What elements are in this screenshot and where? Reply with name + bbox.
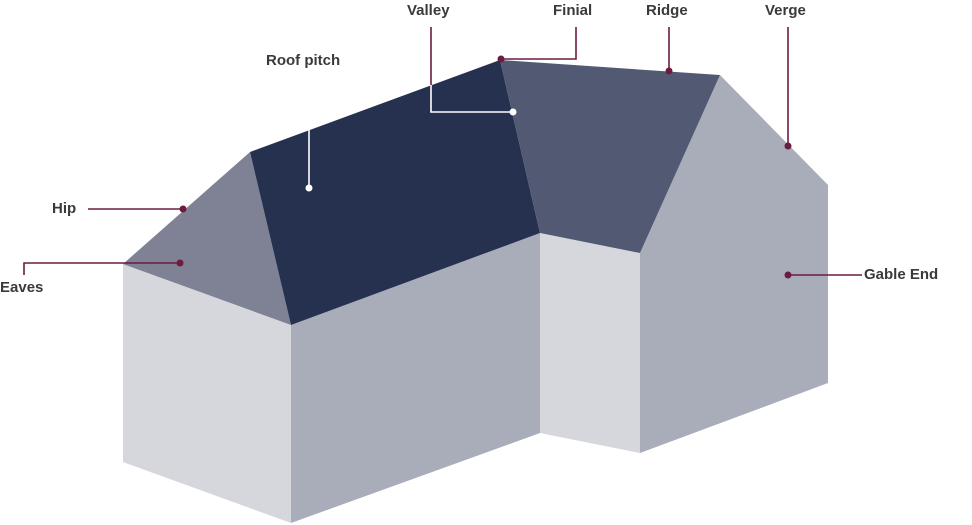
hip-dot — [179, 205, 187, 213]
valley-dot — [509, 108, 517, 116]
verge-label: Verge — [765, 2, 806, 19]
eaves-label: Eaves — [0, 279, 44, 296]
roof-pitch-label: Roof pitch — [266, 52, 341, 69]
finial-label: Finial — [553, 2, 593, 19]
verge-dot — [784, 142, 792, 150]
gable-end-wall — [640, 75, 828, 453]
gable-end-label: Gable End — [864, 266, 939, 283]
finial-leader — [501, 27, 577, 60]
eaves-leader — [23, 262, 180, 275]
recessed-wall — [540, 233, 640, 453]
roof-pitch-dot — [305, 184, 313, 192]
ridge-dot — [665, 67, 673, 75]
leader-lines — [23, 27, 862, 276]
left-wall — [123, 264, 291, 523]
valley-leader-bottom — [430, 85, 513, 113]
gable-end-dot — [784, 271, 792, 279]
ridge-label: Ridge — [646, 2, 688, 19]
valley-label: Valley — [407, 2, 450, 19]
rear-roof — [500, 60, 720, 253]
hip-roof — [123, 152, 291, 325]
front-wall — [291, 233, 540, 523]
main-roof-pitch — [250, 60, 540, 325]
finial-dot — [497, 55, 505, 63]
hip-label: Hip — [52, 200, 77, 217]
eaves-dot — [176, 259, 184, 267]
